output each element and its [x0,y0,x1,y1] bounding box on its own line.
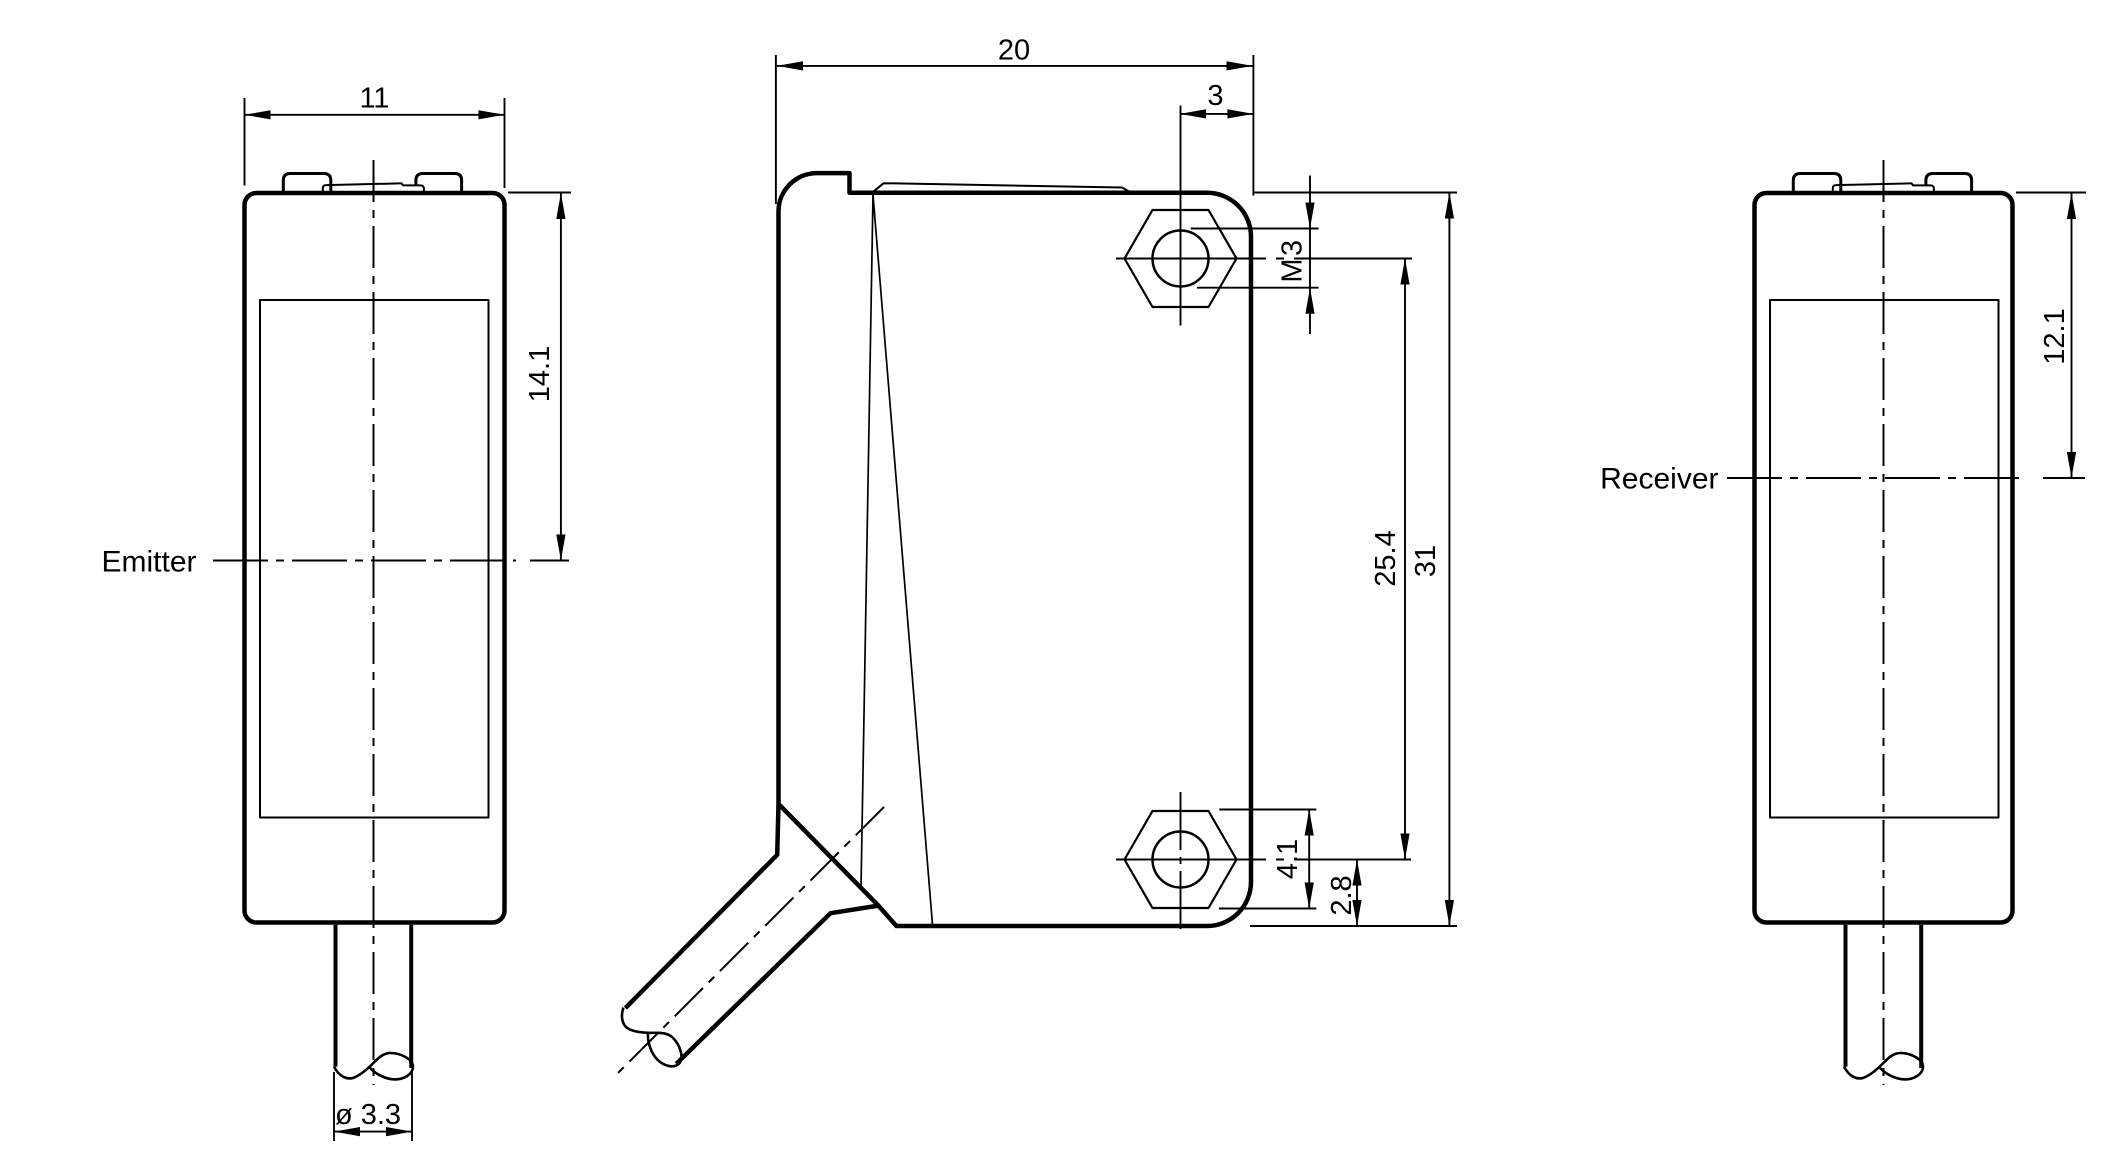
svg-text:12.1: 12.1 [2039,308,2071,364]
svg-text:31: 31 [1410,545,1442,577]
svg-text:ø 3.3: ø 3.3 [335,1099,401,1131]
svg-text:11: 11 [359,83,389,115]
svg-text:14.1: 14.1 [524,346,556,402]
svg-text:3: 3 [1207,80,1223,112]
svg-text:2.8: 2.8 [1326,875,1358,915]
svg-text:20: 20 [998,35,1030,67]
svg-text:Emitter: Emitter [101,546,196,579]
svg-text:25.4: 25.4 [1370,530,1402,586]
svg-text:4.1: 4.1 [1272,839,1304,879]
svg-text:M3: M3 [1276,237,1308,282]
svg-text:Receiver: Receiver [1600,463,1718,496]
